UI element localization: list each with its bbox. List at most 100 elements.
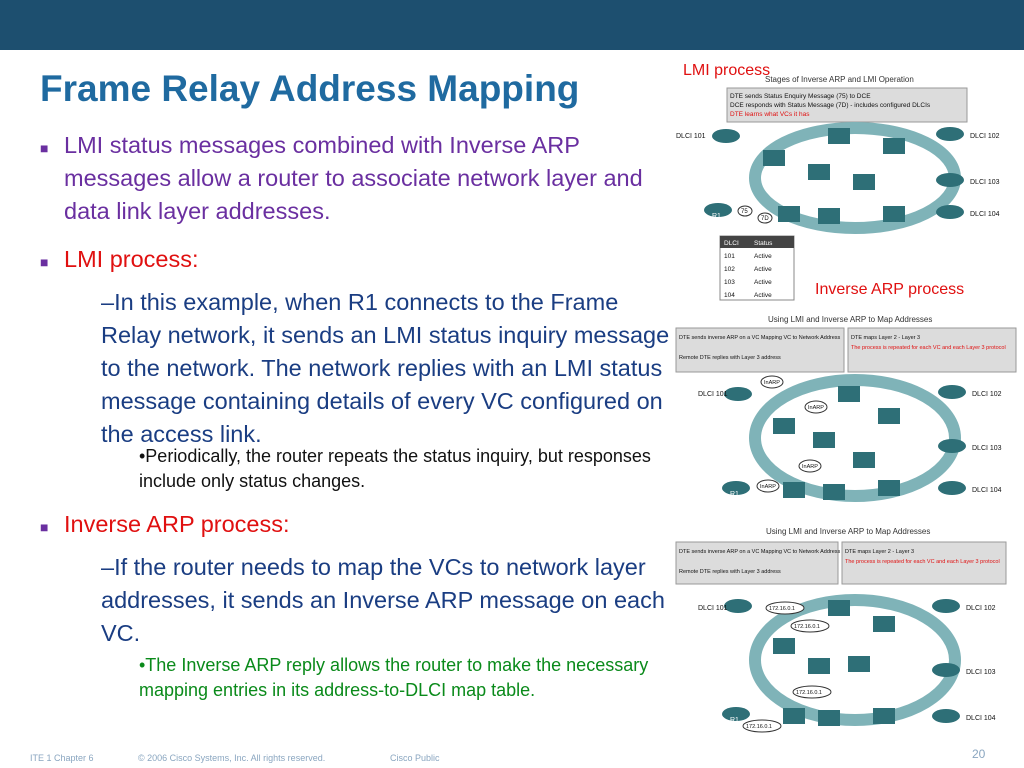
router-label: R1 bbox=[730, 491, 739, 498]
footer-classification: Cisco Public bbox=[390, 753, 440, 763]
lmi-legend-line: DCE responds with Status Message (7D) - … bbox=[730, 102, 931, 109]
router-icon bbox=[936, 173, 964, 187]
switch-icon bbox=[778, 206, 800, 222]
switch-icon bbox=[773, 638, 795, 654]
router-icon bbox=[932, 599, 960, 613]
inarp-diagram-title: Using LMI and Inverse ARP to Map Address… bbox=[768, 315, 932, 324]
router-icon bbox=[932, 709, 960, 723]
router-icon bbox=[936, 205, 964, 219]
switch-icon bbox=[818, 710, 840, 726]
dlci-label: DLCI 101 bbox=[698, 605, 728, 612]
dlci-label: DLCI 103 bbox=[970, 179, 1000, 186]
lmi-legend-line: DTE sends Status Enquiry Message (75) to… bbox=[730, 93, 871, 100]
dlci-label: DLCI 104 bbox=[970, 211, 1000, 218]
table-cell: Active bbox=[754, 266, 772, 273]
inarp-message-label: InARP bbox=[760, 484, 776, 490]
switch-icon bbox=[878, 480, 900, 496]
switch-icon bbox=[838, 386, 860, 402]
ip-address-label: 172.16.0.1 bbox=[796, 690, 822, 696]
bullet-square-icon: ■ bbox=[40, 519, 49, 535]
router-icon bbox=[938, 481, 966, 495]
router-icon bbox=[724, 387, 752, 401]
switch-icon bbox=[783, 708, 805, 724]
table-header: Status bbox=[754, 240, 773, 247]
ip-address-label: 172.16.0.1 bbox=[794, 624, 820, 630]
bullet-lmi-inarp-summary: LMI status messages combined with Invers… bbox=[64, 132, 643, 224]
inverse-arp-detail: –If the router needs to map the VCs to n… bbox=[101, 554, 665, 646]
lmi-legend-line: DTE learns what VCs it has bbox=[730, 111, 810, 118]
slide-body: ■ LMI status messages combined with Inve… bbox=[40, 132, 670, 700]
dlci-label: DLCI 103 bbox=[972, 445, 1002, 452]
switch-icon bbox=[853, 174, 875, 190]
lmi-message-label: 7D bbox=[761, 216, 769, 222]
lmi-process-detail: –In this example, when R1 connects to th… bbox=[101, 289, 670, 447]
switch-icon bbox=[873, 616, 895, 632]
inarp-legend-line: DTE sends inverse ARP on a VC Mapping VC… bbox=[679, 335, 841, 341]
inarp-legend-line: DTE maps Layer 2 - Layer 3 bbox=[851, 335, 920, 341]
dlci-label: DLCI 101 bbox=[698, 391, 728, 398]
switch-icon bbox=[828, 600, 850, 616]
table-cell: Active bbox=[754, 292, 772, 299]
switch-icon bbox=[873, 708, 895, 724]
dlci-label: DLCI 104 bbox=[972, 487, 1002, 494]
inverse-arp-reply-note: •The Inverse ARP reply allows the router… bbox=[139, 655, 649, 700]
table-header: DLCI bbox=[724, 240, 739, 247]
switch-icon bbox=[813, 432, 835, 448]
router-icon bbox=[932, 663, 960, 677]
switch-icon bbox=[828, 128, 850, 144]
footer-course: ITE 1 Chapter 6 bbox=[30, 753, 94, 763]
inarp-legend-line: Remote DTE replies with Layer 3 address bbox=[679, 355, 781, 361]
ip-address-label: 172.16.0.1 bbox=[746, 724, 772, 730]
inarp-message-label: InARP bbox=[764, 380, 780, 386]
router-label: R1 bbox=[730, 717, 739, 724]
mapping-legend-line: DTE maps Layer 2 - Layer 3 bbox=[845, 549, 914, 555]
lmi-message-label: 75 bbox=[741, 209, 748, 215]
bullet-square-icon: ■ bbox=[40, 140, 49, 156]
lmi-process-label: LMI process bbox=[683, 62, 771, 79]
lmi-diagram: Stages of Inverse ARP and LMI Operation … bbox=[670, 70, 1010, 306]
mapping-diagram-title: Using LMI and Inverse ARP to Map Address… bbox=[766, 527, 930, 536]
address-mapping-diagram: Using LMI and Inverse ARP to Map Address… bbox=[670, 522, 1020, 744]
switch-icon bbox=[783, 482, 805, 498]
switch-icon bbox=[808, 164, 830, 180]
dlci-label: DLCI 103 bbox=[966, 669, 996, 676]
dlci-label: DLCI 102 bbox=[972, 391, 1002, 398]
footer-copyright: © 2006 Cisco Systems, Inc. All rights re… bbox=[138, 753, 326, 763]
bullet-inverse-arp-process: Inverse ARP process: bbox=[64, 511, 290, 537]
switch-icon bbox=[773, 418, 795, 434]
table-cell: 103 bbox=[724, 279, 735, 286]
router-icon bbox=[938, 439, 966, 453]
switch-icon bbox=[883, 206, 905, 222]
slide-title: Frame Relay Address Mapping bbox=[40, 68, 580, 109]
router-icon bbox=[938, 385, 966, 399]
mapping-legend-line: Remote DTE replies with Layer 3 address bbox=[679, 569, 781, 575]
router-icon bbox=[722, 707, 750, 721]
switch-icon bbox=[883, 138, 905, 154]
dlci-label: DLCI 101 bbox=[676, 133, 706, 140]
bullet-lmi-process: LMI process: bbox=[64, 246, 199, 272]
switch-icon bbox=[763, 150, 785, 166]
ip-address-label: 172.16.0.1 bbox=[769, 606, 795, 612]
table-cell: Active bbox=[754, 253, 772, 260]
switch-icon bbox=[848, 656, 870, 672]
mapping-legend-line: DTE sends inverse ARP on a VC Mapping VC… bbox=[679, 549, 841, 555]
frame-relay-cloud bbox=[749, 594, 961, 726]
router-label: R1 bbox=[712, 213, 721, 220]
switch-icon bbox=[818, 208, 840, 224]
inarp-legend-line: The process is repeated for each VC and … bbox=[851, 345, 1006, 351]
inarp-message-label: InARP bbox=[802, 464, 818, 470]
router-icon bbox=[704, 203, 732, 217]
inverse-arp-process-label: Inverse ARP process bbox=[815, 281, 965, 298]
table-cell: 101 bbox=[724, 253, 735, 260]
router-icon bbox=[722, 481, 750, 495]
page-number: 20 bbox=[972, 747, 986, 761]
top-banner bbox=[0, 0, 1024, 50]
lmi-diagram-title: Stages of Inverse ARP and LMI Operation bbox=[765, 75, 914, 84]
lmi-periodic-note: •Periodically, the router repeats the st… bbox=[139, 446, 651, 491]
dlci-label: DLCI 102 bbox=[970, 133, 1000, 140]
inarp-message-label: InARP bbox=[808, 405, 824, 411]
router-icon bbox=[712, 129, 740, 143]
dlci-label: DLCI 102 bbox=[966, 605, 996, 612]
bullet-square-icon: ■ bbox=[40, 254, 49, 270]
frame-relay-cloud bbox=[749, 374, 961, 502]
